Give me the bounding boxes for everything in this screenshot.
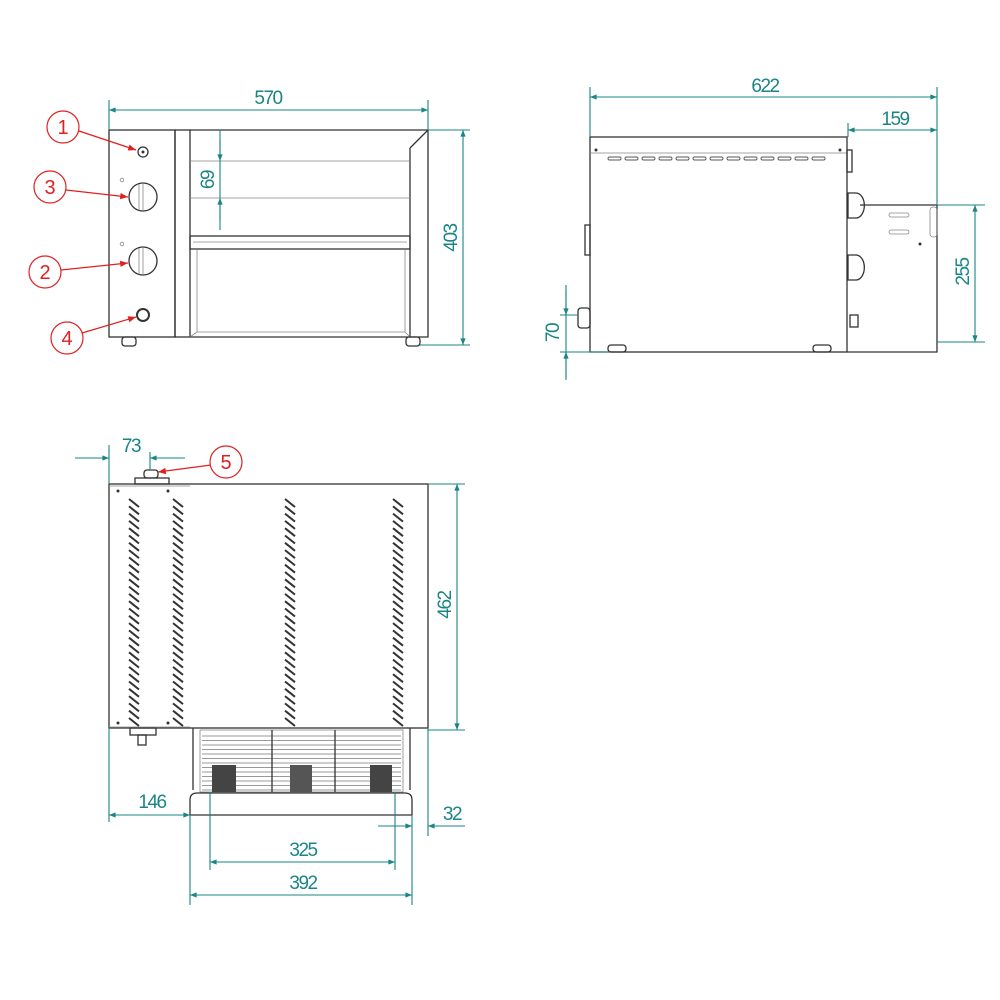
- switch-icon: [136, 308, 150, 322]
- vent-slots: [128, 498, 140, 727]
- vent-slot: [811, 156, 826, 161]
- vent-slot: [607, 156, 622, 161]
- dimension-rear-box-height: 255: [953, 257, 974, 285]
- vent-slot: [692, 156, 707, 161]
- vent-slot: [777, 156, 792, 161]
- vent-slot: [743, 156, 758, 161]
- callout-2: 2: [39, 262, 50, 284]
- vent-slot: [658, 156, 673, 161]
- vent-slot: [726, 156, 741, 161]
- knob-icon: [128, 246, 158, 276]
- dimension-width: 570: [254, 88, 282, 109]
- top-view: 73 5 462 146 32 325 392: [75, 436, 465, 905]
- foot-icon: [405, 336, 421, 347]
- dimension-fitting-height: 70: [543, 323, 564, 342]
- vent-slot: [624, 156, 639, 161]
- power-fitting-icon: [134, 469, 170, 485]
- dimension-opening: 69: [198, 170, 219, 189]
- knob-icon: [847, 254, 865, 281]
- callout-1: 1: [57, 117, 68, 139]
- vent-slot: [709, 156, 724, 161]
- dimension-height: 403: [441, 223, 462, 251]
- rear-fitting-icon: [129, 727, 157, 746]
- callout-3: 3: [44, 177, 55, 199]
- vent-slots: [392, 498, 404, 727]
- vent-slot: [641, 156, 656, 161]
- dimension-fitting-offset: 73: [122, 436, 141, 457]
- vent-slots: [284, 498, 296, 727]
- dimension-rear-box-depth: 159: [881, 109, 909, 130]
- dimension-depth: 462: [435, 590, 456, 618]
- dimension-tray-width: 392: [289, 873, 317, 894]
- knob-icon: [128, 182, 158, 212]
- dimension-tray-overhang: 32: [443, 804, 462, 825]
- callout-5: 5: [220, 452, 231, 474]
- control-panel: [108, 129, 176, 338]
- vent-slot: [760, 156, 775, 161]
- indicator-light-icon: [137, 146, 149, 158]
- vent-slots: [172, 498, 184, 727]
- callout-4: 4: [61, 328, 72, 350]
- conveyor: [189, 728, 413, 816]
- vent-slot: [794, 156, 809, 161]
- dimension-belt-width: 325: [289, 840, 317, 861]
- dimension-tray-offset: 146: [138, 792, 166, 813]
- side-view: 622 159 255 70: [543, 76, 985, 380]
- dimension-depth: 622: [751, 76, 779, 97]
- foot-icon: [121, 336, 137, 347]
- front-view: 570 403 69 1 3 2 4: [28, 88, 470, 355]
- vent-slot: [675, 156, 690, 161]
- knob-icon: [847, 192, 865, 219]
- crumb-tray: [189, 792, 413, 816]
